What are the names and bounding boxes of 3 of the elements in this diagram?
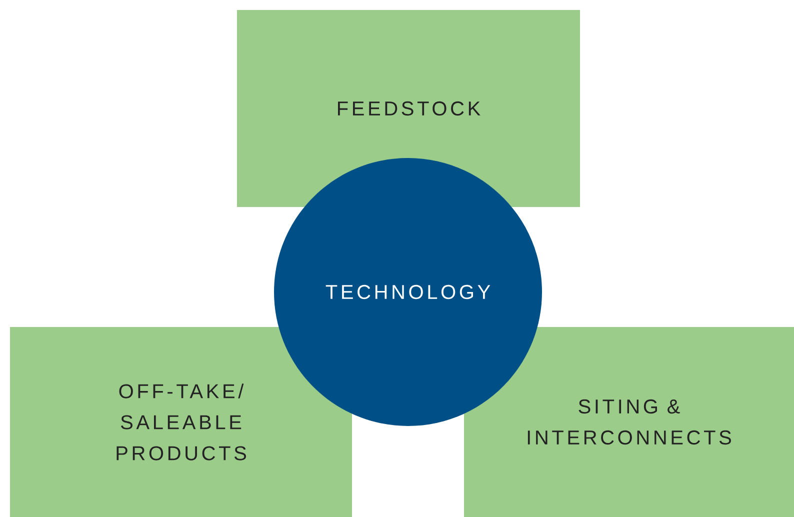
label-box: SITING & INTERCONNECTS <box>464 327 794 517</box>
label-box: FEEDSTOCK <box>237 10 580 207</box>
label-box: OFF-TAKE/ SALEABLE PRODUCTS <box>10 327 352 517</box>
